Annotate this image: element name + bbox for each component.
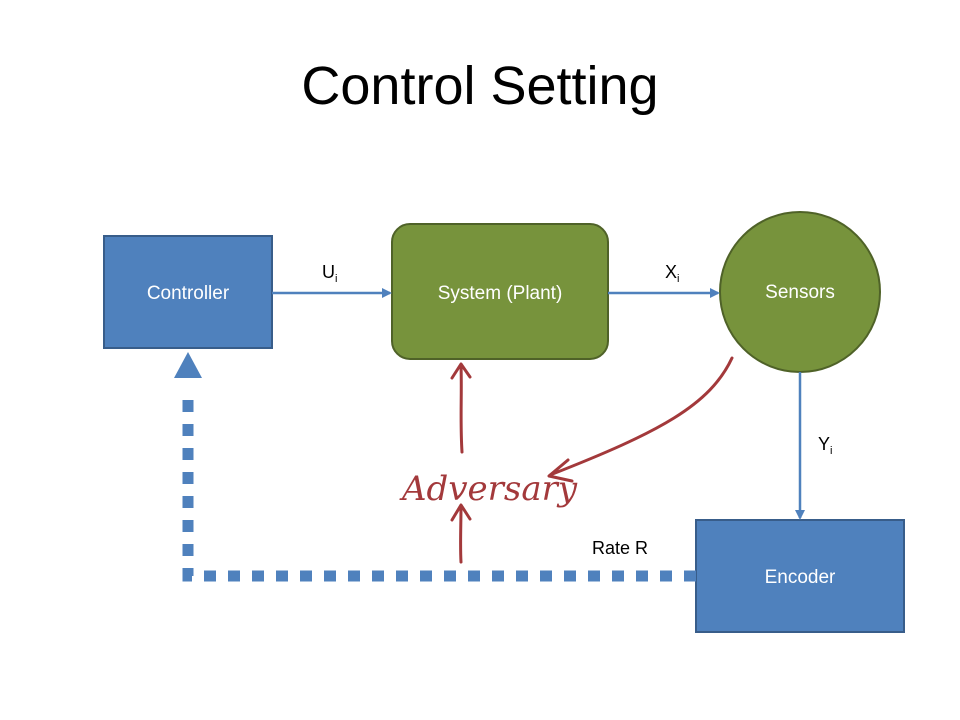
- encoder-node: [695, 519, 905, 633]
- edge-label-u: Ui: [322, 262, 337, 285]
- edge-label-rate: Rate R: [592, 538, 648, 558]
- adversary-arrow-from-sensors: [547, 356, 734, 483]
- adversary-arrow-from-channel: [450, 503, 472, 564]
- controller-label: Controller: [147, 283, 230, 304]
- edge-label-y: Yi: [818, 434, 832, 457]
- slide-title: Control Setting: [301, 56, 659, 116]
- adversary-arrow-to-plant: [450, 362, 472, 454]
- sensors-label: Sensors: [765, 282, 835, 303]
- controller-node: [103, 235, 273, 349]
- edge-label-x: Xi: [665, 262, 679, 285]
- plant-node: [391, 223, 609, 360]
- feedback-arrowhead: [174, 352, 202, 378]
- encoder-label: Encoder: [765, 567, 836, 588]
- feedback-channel-dashed: [182, 390, 696, 582]
- adversary-label: Adversary: [399, 469, 578, 509]
- plant-label: System (Plant): [438, 283, 563, 304]
